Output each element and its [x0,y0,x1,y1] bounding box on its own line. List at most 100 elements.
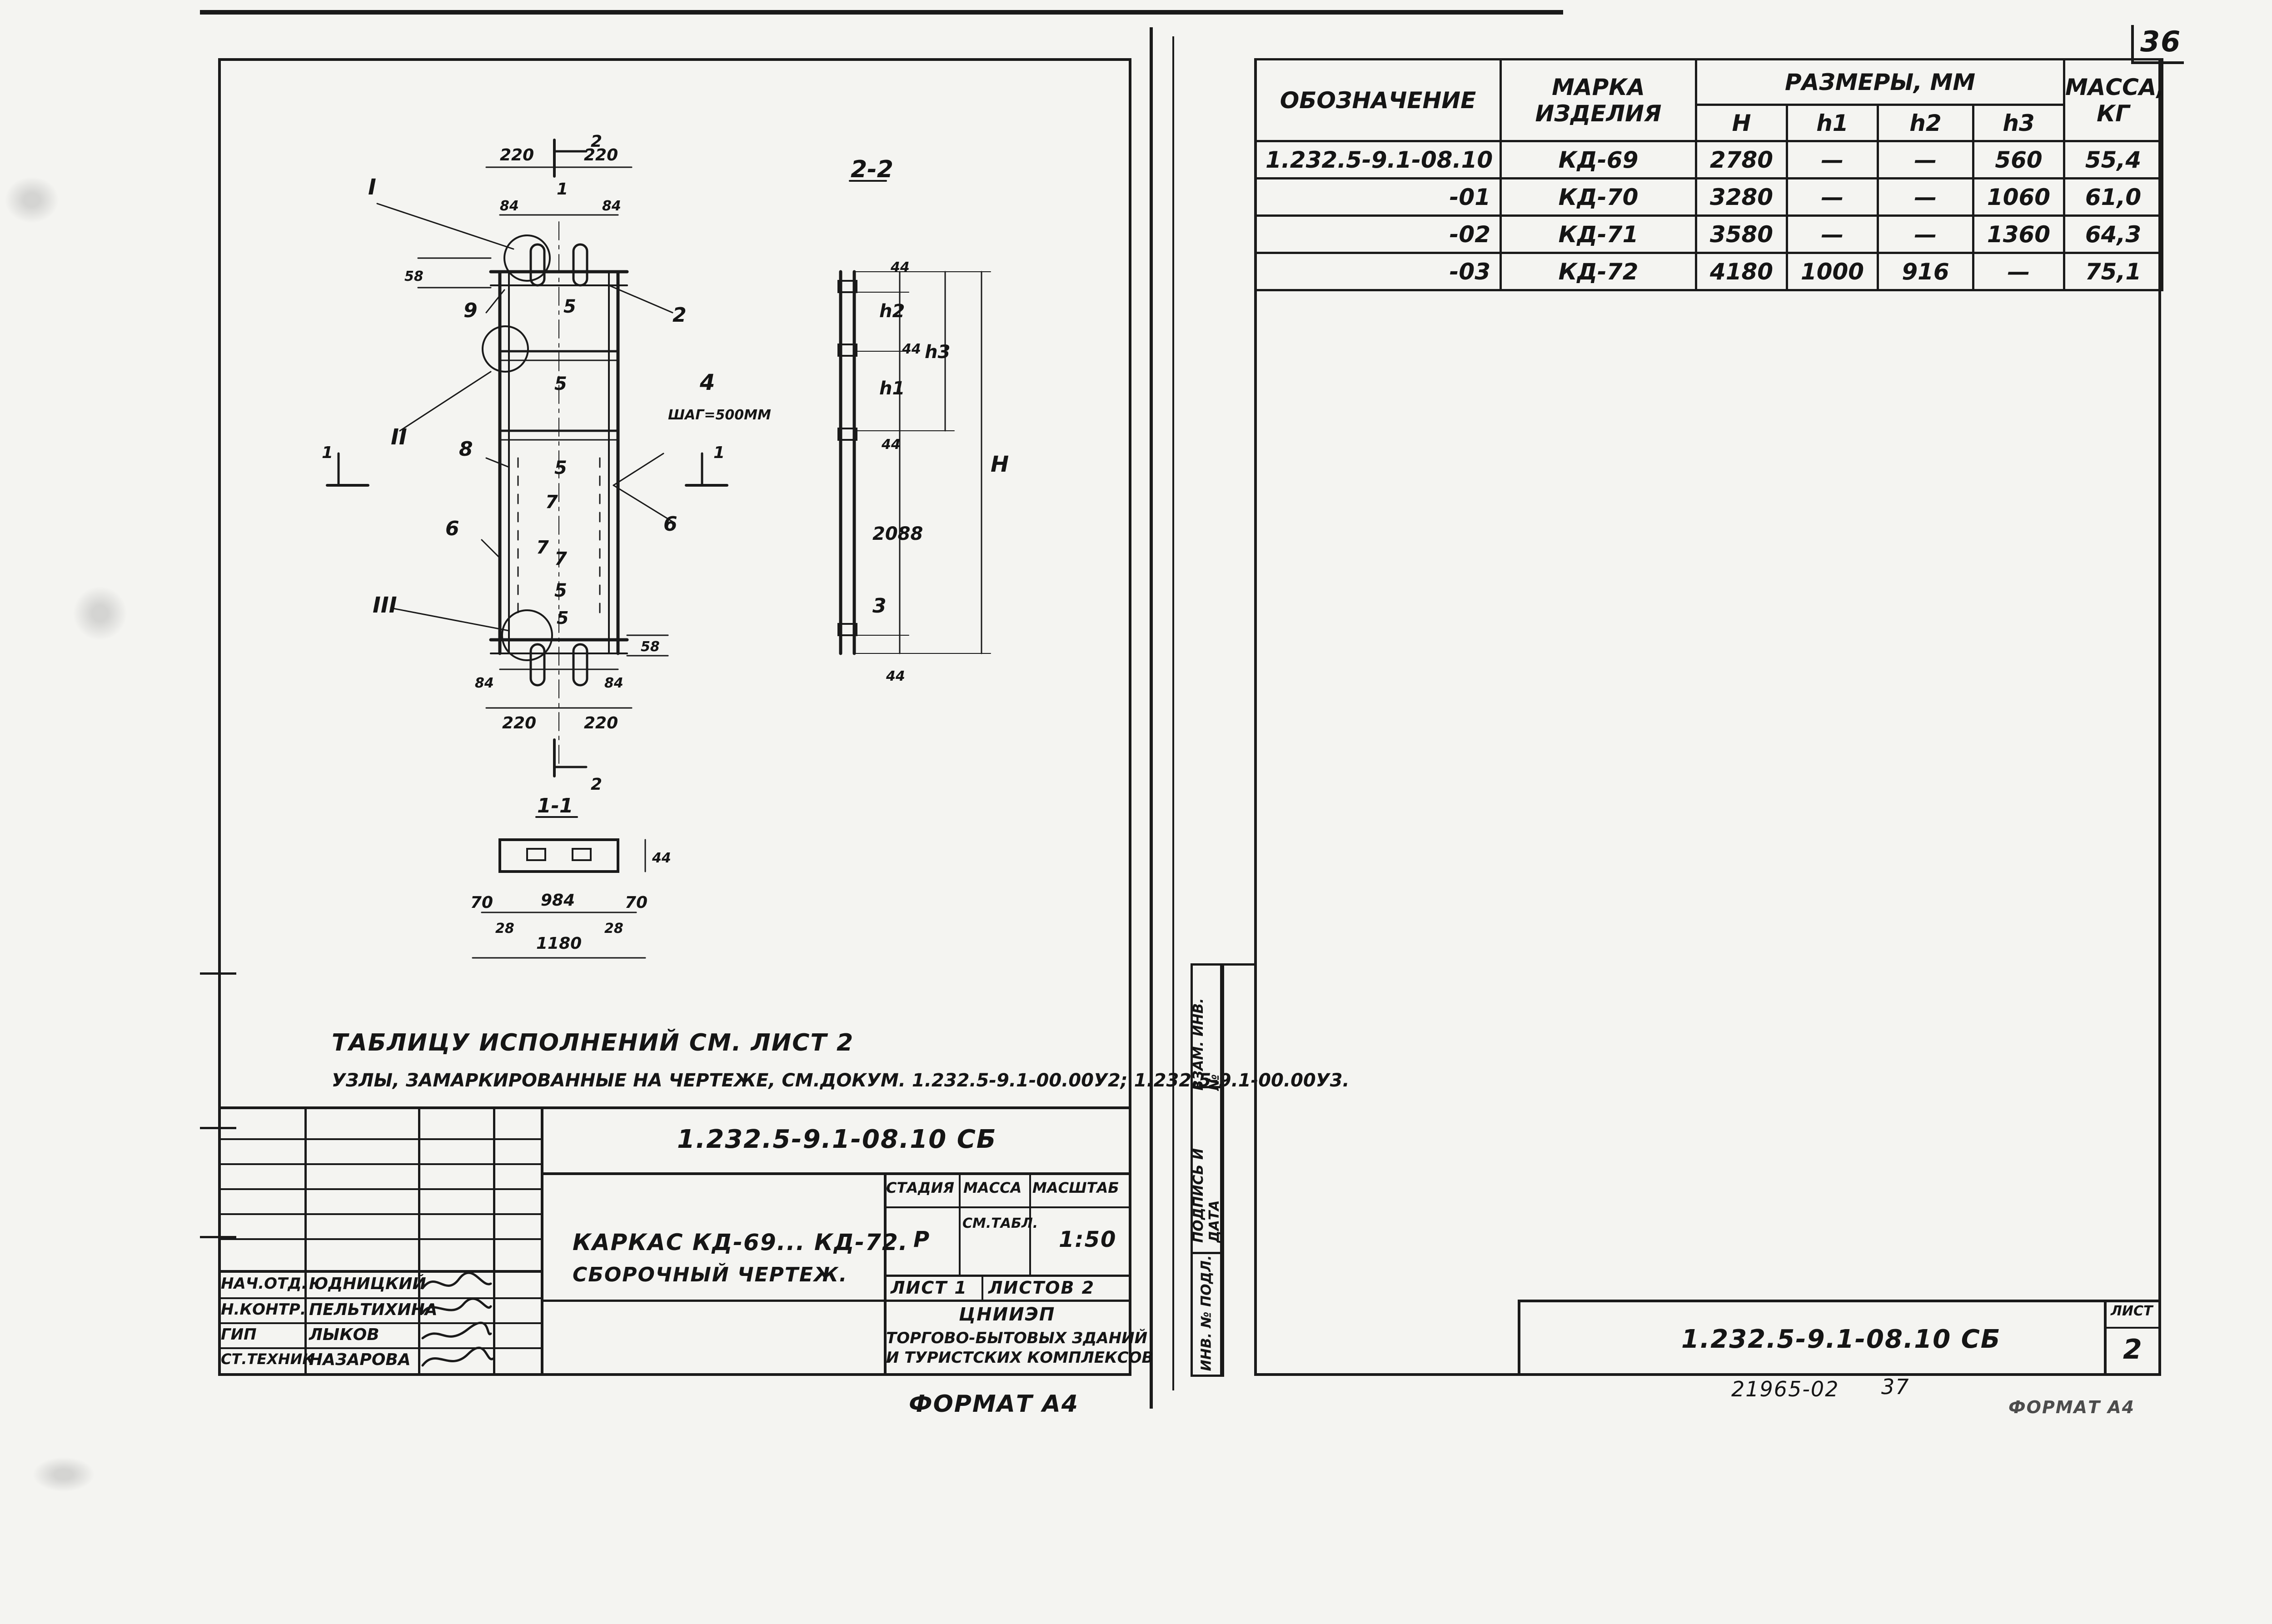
table-row: -01 КД-70 3280 — — 1060 61,0 [1254,177,2164,217]
loop-top-right [572,243,588,287]
dim-s22-2088: 2088 [872,523,923,544]
cell-h2: — [1877,177,1974,217]
header-mass-line-1: МАССА, [2065,74,2162,100]
binding-line-right [1172,36,1174,1390]
header-h3: h3 [1972,104,2066,142]
right-title-divider [2104,1300,2107,1376]
callout-9: 9 [463,299,478,322]
header-mark-line-1: МАРКА [1552,74,1645,100]
callout-6: 6 [663,513,678,536]
title-grid-v [959,1172,961,1277]
dim-s11-28: 28 [604,921,623,937]
header-h2: h2 [1877,104,1974,142]
dim-side-58: 58 [404,269,424,284]
callout-5: 5 [554,458,567,478]
callout-7: 7 [554,548,567,569]
leader [399,371,492,432]
format-label-left: ФОРМАТ А4 [909,1390,1079,1418]
cell-designation: -02 [1254,214,1502,254]
title-grid-v [418,1106,420,1375]
dim-s22-44: 44 [902,341,921,357]
cell-h1: — [1786,140,1879,179]
title-grid-h [541,1172,1131,1175]
scan-edge-top [200,10,1563,15]
dim-s22-44: 44 [886,668,905,684]
scan-noise [27,1454,100,1495]
dim-bottom-left: 220 [502,714,536,732]
side-stamp-replace: ВЗАМ. ИНВ. № [1191,998,1222,1091]
leader [390,607,510,632]
sheet-value: ЛИСТ 1 [891,1278,967,1298]
header-sizes: РАЗМЕРЫ, ММ [1694,58,2066,106]
table-row: -02 КД-71 3580 — — 1360 64,3 [1254,214,2164,254]
cell-h2: — [1877,140,1974,179]
leader [613,484,673,523]
signature-3 [421,1321,492,1340]
scan-noise [0,173,64,227]
title-grid-v [541,1106,543,1375]
dim-s11-984: 984 [541,891,575,910]
assembly-drawing: 2 2 1 1 2-2 1-1 I II III 1 2 3 4 ШАГ=500… [322,132,1009,959]
title-line-1: КАРКАС КД-69... КД-72. [573,1229,908,1255]
leader [608,284,673,314]
cell-mark: КД-70 [1500,177,1697,217]
staff-name: ЛЫКОВ [309,1325,379,1344]
title-line-2: СБОРОЧНЫЙ ЧЕРТЕЖ. [573,1263,848,1286]
leader [613,453,664,486]
stage-header: СТАДИЯ [886,1179,954,1196]
callout-1: 1 [557,180,568,199]
staff-role: ГИП [221,1325,257,1344]
detail-circle-II [482,325,529,373]
dim-bottom-right-small: 84 [604,675,623,691]
dim-s22-H: H [991,452,1009,477]
header-designation: ОБОЗНАЧЕНИЕ [1254,58,1502,142]
callout-3: 3 [872,594,887,618]
dim-top-left: 220 [500,146,534,164]
staff-name: ЮДНИЦКИЙ [309,1275,426,1293]
left-sheet-frame [218,58,1131,1376]
cell-mark: КД-72 [1500,252,1697,291]
callout-III: III [373,593,397,618]
staff-role: Н.КОНТР. [221,1300,306,1319]
mass-value: СМ.ТАБЛ. [962,1216,1038,1231]
cell-h1: — [1786,177,1879,217]
dim-top-left-small: 84 [500,198,519,214]
side-stamp-divider [1191,1252,1222,1254]
section-2-2-label: 2-2 [851,156,893,183]
side-stamp-inv: ИНВ. № ПОДЛ. [1198,1255,1215,1371]
org-line-1: ЦНИИЭП [959,1304,1056,1325]
detail-circle-I [503,234,551,282]
side-stamp-sign: ПОДПИСЬ И ДАТА [1191,1148,1222,1243]
sheets-value: ЛИСТОВ 2 [988,1278,1095,1298]
title-grid-v [884,1172,887,1375]
title-grid-v [493,1106,495,1375]
header-h1: h1 [1786,104,1879,142]
title-grid-h [884,1275,1131,1277]
header-mass: МАССА, КГ [2063,58,2164,142]
dim-s22-h2: h2 [879,301,905,322]
title-grid-h [218,1322,541,1324]
loop-bottom-left [529,643,546,687]
callout-7: 7 [545,492,558,513]
signature-4 [421,1346,494,1367]
staff-role: СТ.ТЕХНИК [221,1350,314,1368]
right-title-strip [1518,1300,2161,1376]
callout-5: 5 [563,296,576,317]
title-grid-v [982,1275,983,1302]
title-grid-v [1029,1172,1031,1277]
dim-s22-h1: h1 [879,378,905,399]
cell-designation: -03 [1254,252,1502,291]
leader [485,457,510,468]
cell-mark: КД-69 [1500,140,1697,179]
title-grid-h [218,1347,541,1349]
org-line-2: ТОРГОВО-БЫТОВЫХ ЗДАНИЙ [886,1329,1148,1347]
dim-top-right-small: 84 [602,198,621,214]
dim-s11-1180: 1180 [536,934,582,953]
section22-bar [837,428,857,441]
callout-2: 2 [673,304,687,327]
cell-mass: 64,3 [2063,214,2164,254]
title-grid-h [218,1270,541,1273]
title-grid-h [541,1300,1131,1302]
cell-h2: — [1877,214,1974,254]
title-grid-h [218,1213,541,1215]
